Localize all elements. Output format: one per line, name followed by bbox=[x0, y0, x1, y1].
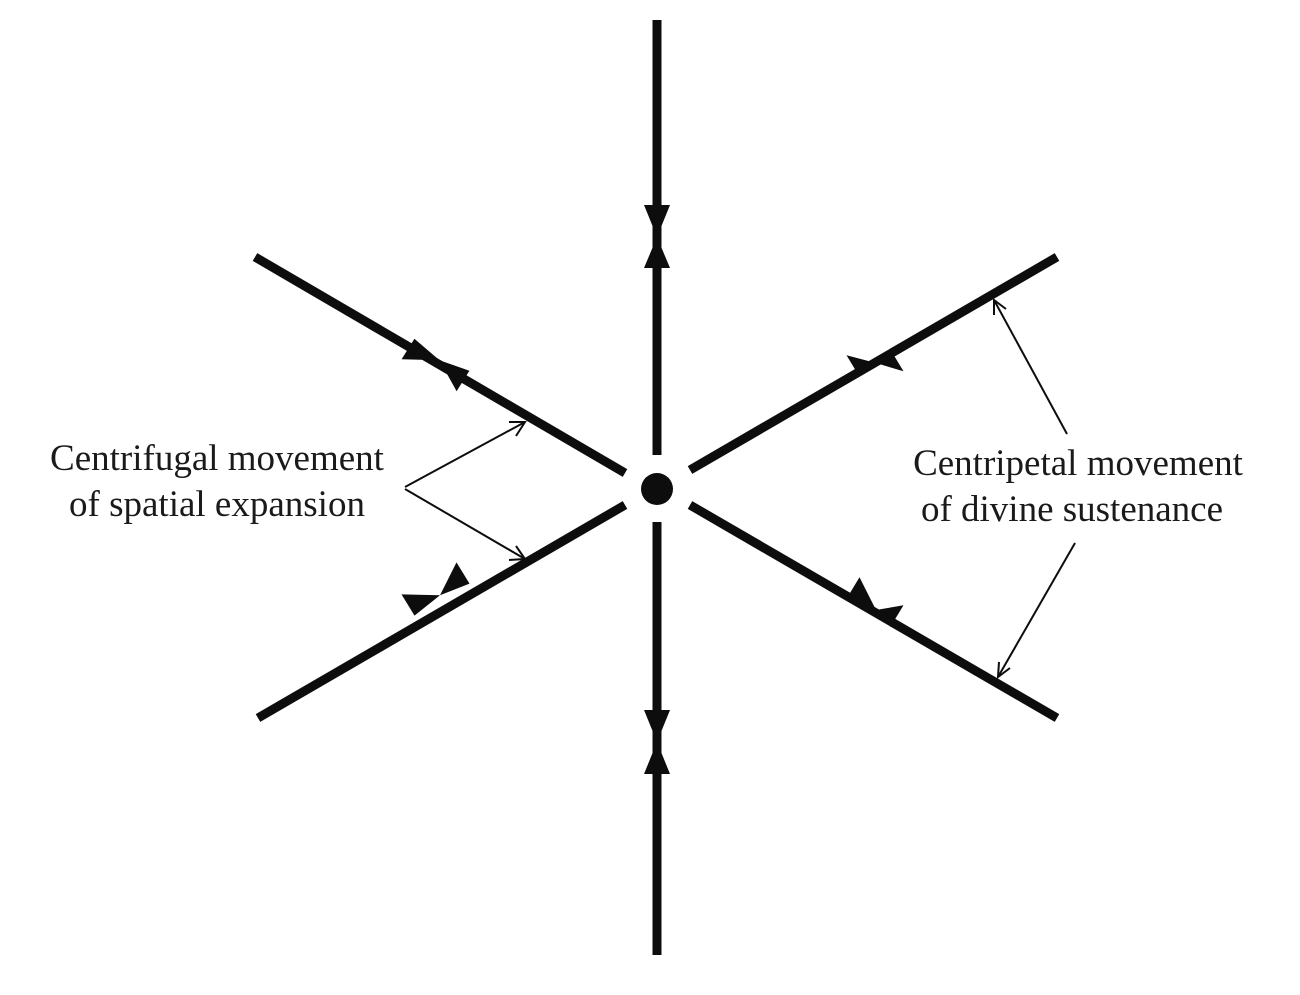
ray-bottom bbox=[644, 522, 670, 955]
ray-lower-left-inward-arrowhead bbox=[401, 594, 440, 616]
ray-lower-left-shaft bbox=[255, 501, 628, 722]
centripetal-label-line2: of divine sustenance bbox=[921, 489, 1223, 530]
centrifugal-label-line1: Centrifugal movement bbox=[50, 438, 385, 479]
centripetal-pointers bbox=[993, 298, 1076, 680]
ray-top bbox=[644, 20, 670, 455]
centrifugal-pointers bbox=[404, 421, 527, 561]
ray-top-inward-arrowhead bbox=[644, 205, 670, 237]
centripetal-label-line1: Centripetal movement bbox=[913, 443, 1244, 484]
ray-bottom-outward-arrowhead bbox=[644, 710, 670, 742]
centripetal-label: Centripetal movement of divine sustenanc… bbox=[913, 443, 1244, 530]
centrifugal-label: Centrifugal movement of spatial expansio… bbox=[50, 438, 385, 525]
ray-upper-left-shaft bbox=[252, 253, 628, 477]
ray-bottom-inward-arrowhead bbox=[644, 742, 670, 774]
ray-lower-right bbox=[687, 501, 1060, 722]
centripetal-pointer-lower bbox=[997, 542, 1076, 678]
ray-upper-left-inward-arrowhead bbox=[401, 338, 440, 361]
ray-upper-left bbox=[252, 253, 628, 477]
centrifugal-label-line2: of spatial expansion bbox=[69, 484, 365, 525]
ray-upper-left-outward-arrowhead bbox=[439, 360, 470, 392]
ray-upper-right bbox=[687, 253, 1060, 474]
ray-lower-right-outward-arrowhead bbox=[846, 577, 876, 610]
centripetal-pointer-upper bbox=[993, 299, 1068, 435]
centrifugal-pointer-upper bbox=[404, 421, 526, 488]
centrifugal-pointer-lower-head bbox=[508, 545, 527, 561]
centrifugal-pointer-upper-head bbox=[509, 421, 527, 437]
ray-upper-right-outward-arrowhead bbox=[846, 355, 875, 377]
ray-upper-right-inward-arrowhead bbox=[875, 349, 904, 372]
ray-lower-right-inward-arrowhead bbox=[876, 605, 904, 627]
ray-lower-left-outward-arrowhead bbox=[440, 562, 470, 596]
ray-top-outward-arrowhead bbox=[644, 237, 670, 268]
ray-lower-left bbox=[255, 501, 628, 722]
centripetal-pointer-lower-head bbox=[996, 661, 1011, 680]
centripetal-pointer-upper-head bbox=[993, 298, 1007, 315]
centrifugal-pointer-lower bbox=[404, 488, 526, 560]
ray-lower-right-shaft bbox=[687, 501, 1060, 722]
center-point bbox=[641, 473, 673, 505]
